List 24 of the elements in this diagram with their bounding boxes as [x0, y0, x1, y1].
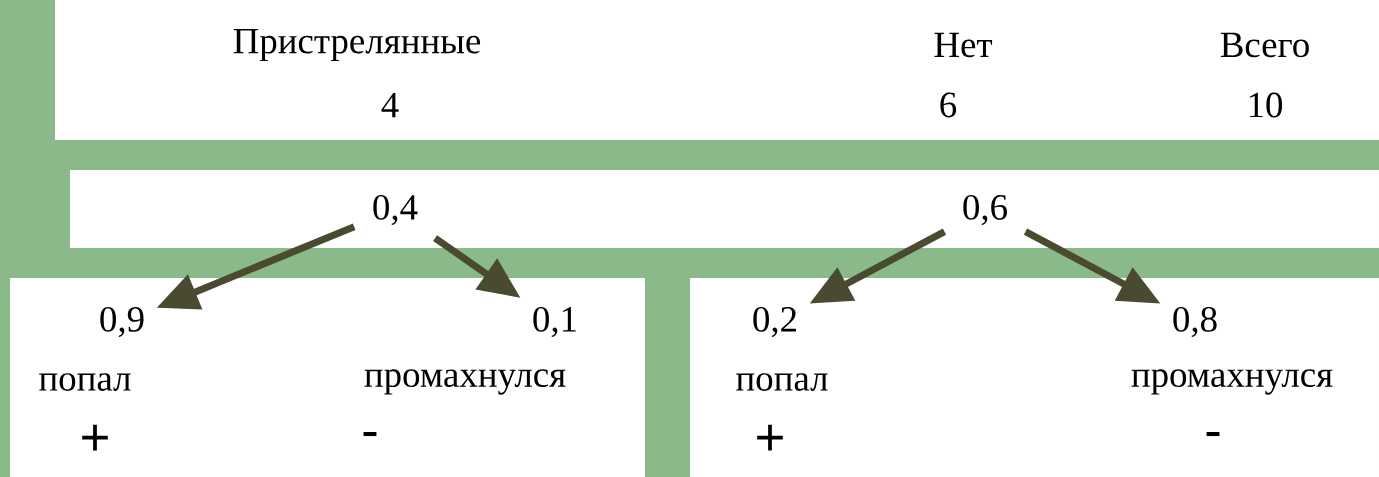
cell-text: 6 [940, 92, 957, 118]
card-background [10, 278, 645, 477]
probability-text: 0,9 [100, 306, 144, 338]
card-background [690, 278, 1379, 477]
cell-text: попал [39, 373, 131, 391]
sign-text: + [757, 424, 783, 451]
sign-text: - [1206, 431, 1220, 437]
header-band [55, 0, 1379, 140]
probability-text: 0,2 [753, 306, 797, 338]
cell-text: 4 [381, 92, 399, 118]
card-background [70, 170, 1379, 248]
sign-text: - [363, 431, 377, 437]
sign-text: + [82, 424, 108, 451]
cell-text: промахнулся [1131, 369, 1333, 395]
probability-text: 0,1 [533, 306, 576, 338]
cell-text: Нет [934, 32, 993, 58]
cell-text: Пристрелянные [233, 29, 481, 61]
cell-text: попал [736, 373, 828, 391]
probability-text: 0,8 [1173, 306, 1217, 338]
probability-text: 0,4 [373, 194, 418, 226]
cell-text: 10 [1249, 92, 1283, 118]
probability-text: 0,6 [963, 194, 1007, 226]
cell-text: Всего [1220, 32, 1309, 58]
cell-text: промахнулся [364, 369, 566, 395]
